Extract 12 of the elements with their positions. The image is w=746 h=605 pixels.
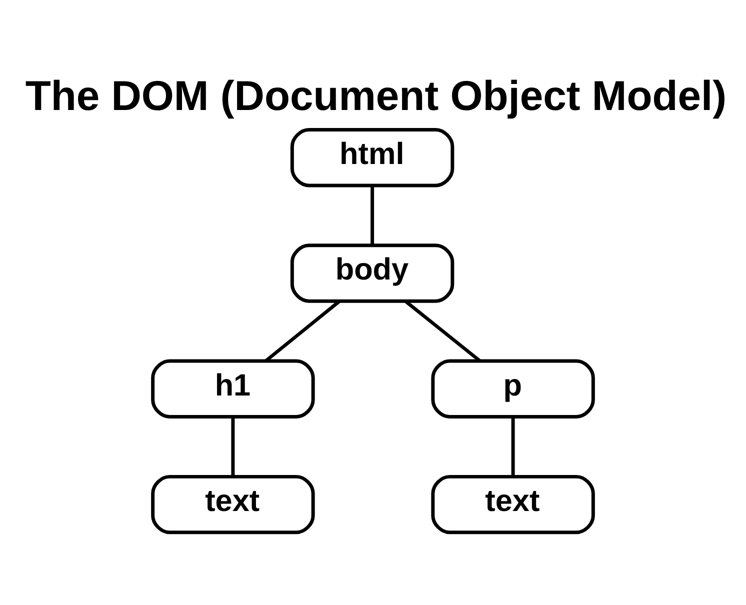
node-box: body	[290, 244, 454, 303]
node-box: text	[431, 474, 595, 534]
node-box: p	[431, 359, 595, 418]
connector	[511, 417, 515, 477]
connector	[231, 417, 235, 477]
connector	[370, 186, 374, 246]
node-box: html	[290, 128, 454, 188]
node-box: text	[151, 474, 315, 534]
node-box: h1	[151, 359, 315, 418]
connector	[404, 300, 482, 362]
diagram-title: The DOM (Document Object Model)	[25, 72, 727, 120]
connector	[264, 300, 340, 362]
